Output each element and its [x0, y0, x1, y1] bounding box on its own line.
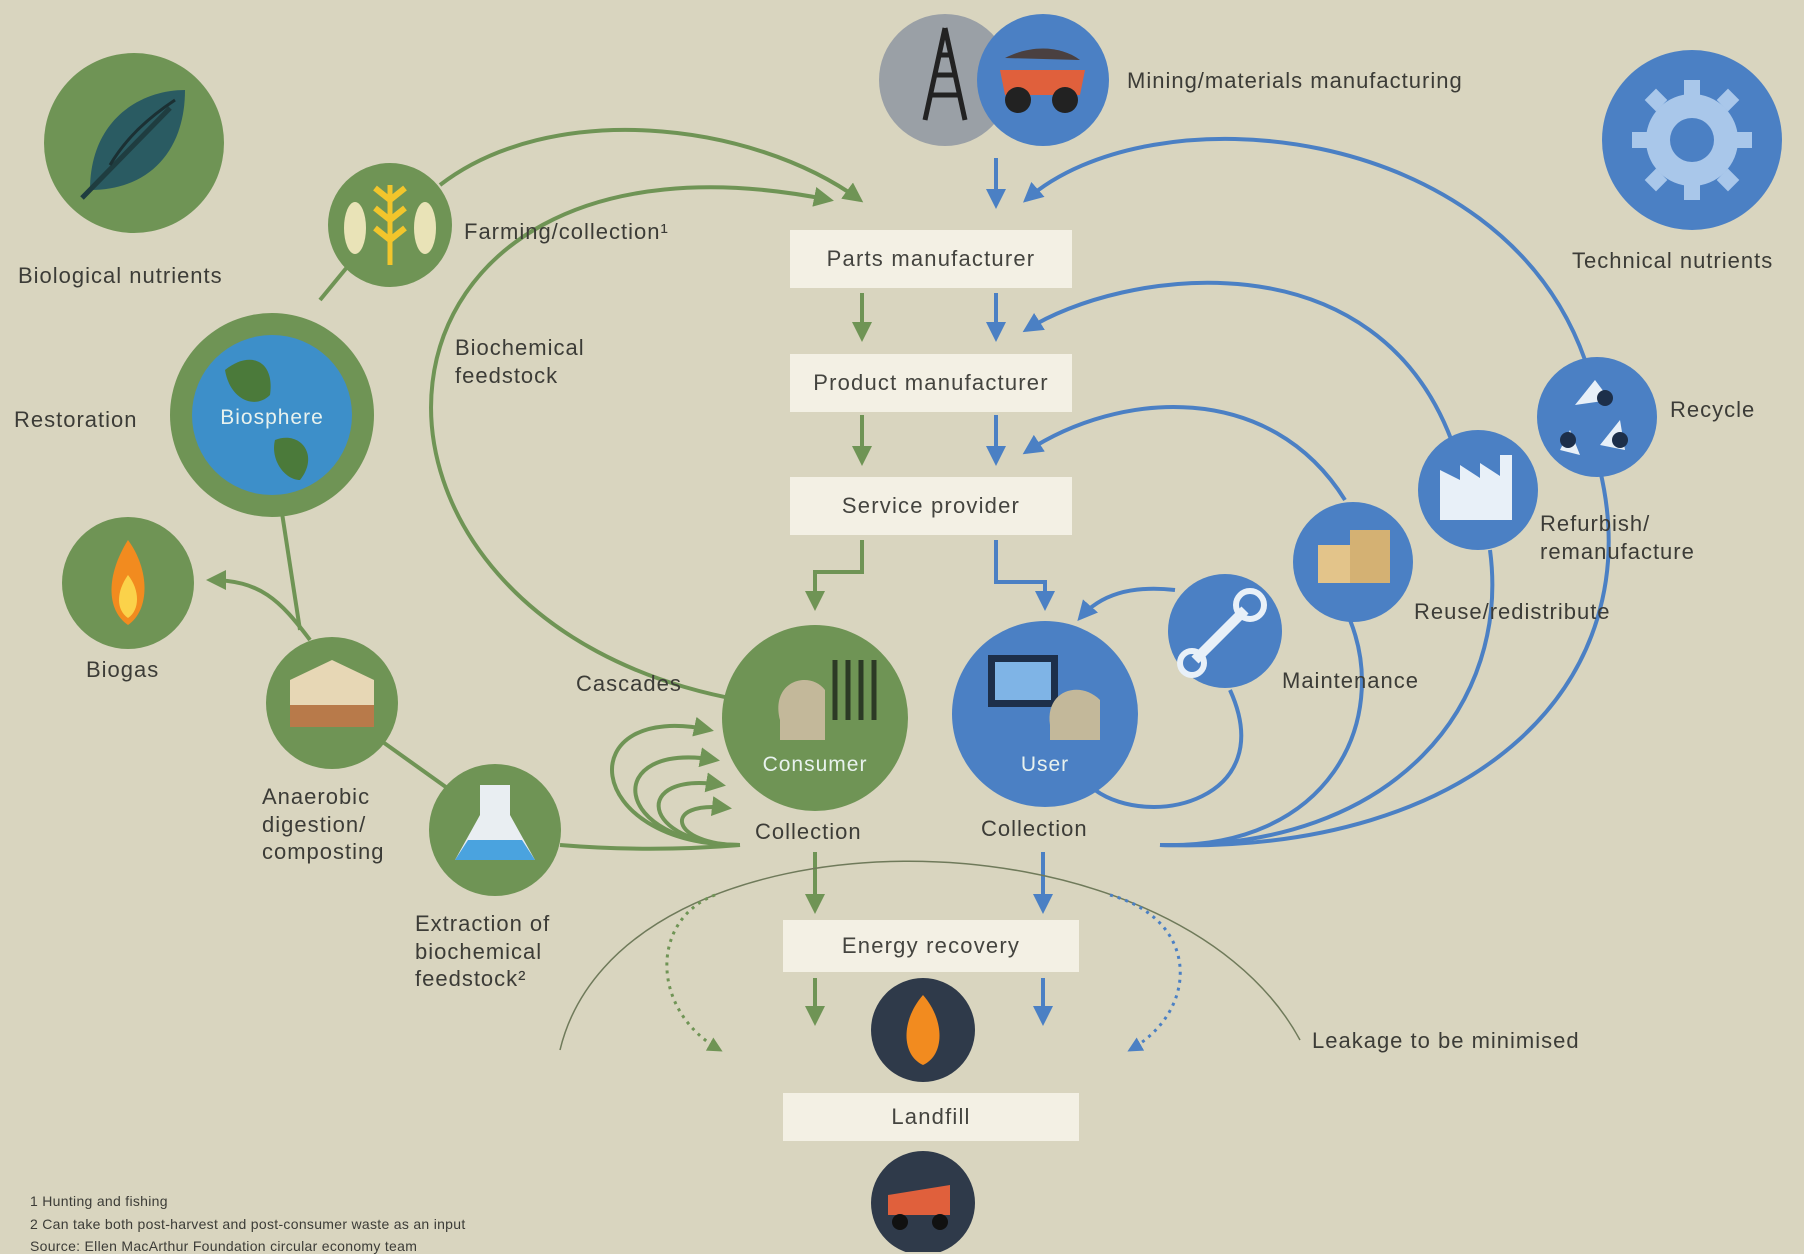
maintenance-label: Maintenance — [1282, 668, 1419, 693]
flask-icon — [429, 764, 561, 896]
energy-flame-icon — [871, 978, 975, 1082]
bio-collection-label: Collection — [755, 819, 862, 844]
oil-rig-icon — [879, 14, 1011, 146]
consumer-label: Consumer — [762, 753, 868, 776]
feedstock-loop-arrow — [429, 185, 834, 702]
wrench-icon — [1168, 574, 1282, 688]
mining-label: Mining/materials manufacturing — [1127, 68, 1463, 93]
leakage-label: Leakage to be minimised — [1312, 1028, 1580, 1053]
anaerobic-label: Anaerobic digestion/ composting — [262, 784, 385, 864]
biological-flows — [206, 127, 872, 1026]
dump-truck-icon — [871, 1151, 975, 1252]
farming-label: Farming/collection¹ — [464, 219, 669, 244]
boxes-icon — [1293, 502, 1413, 622]
footnote-2: 2 Can take both post-harvest and post-co… — [30, 1216, 466, 1232]
service-provider-box: Service provider — [790, 477, 1072, 535]
factory-icon — [1418, 430, 1538, 550]
biochemical-feedstock-label: Biochemical feedstock — [455, 335, 585, 388]
recycle-to-parts-arrow — [1023, 136, 1587, 361]
flame-icon — [62, 517, 194, 649]
cascade-arrow-4 — [680, 796, 741, 847]
collection-recycle-loop — [1159, 469, 1611, 848]
biosphere-anaerobic-link — [278, 499, 302, 631]
biological-nutrients-label: Biological nutrients — [18, 263, 223, 288]
biogas-label: Biogas — [86, 657, 160, 682]
reuse-label: Reuse/redistribute — [1414, 599, 1611, 624]
computer-user-icon — [952, 621, 1138, 807]
wheat-fish-icon — [328, 163, 452, 287]
tech-leakage-arrow — [1109, 893, 1182, 1052]
user-maintenance-loop — [1093, 689, 1244, 809]
bio-leakage-arrow — [665, 893, 723, 1052]
refurbish-to-product-arrow — [1022, 280, 1457, 451]
landfill-box: Landfill — [783, 1093, 1079, 1141]
user-label: User — [1020, 753, 1070, 776]
mining-truck-icon — [977, 14, 1109, 146]
collection-reuse-loop — [1159, 619, 1364, 848]
anaerobic-extraction-link — [378, 738, 452, 792]
recycle-icon — [1537, 357, 1657, 477]
leaf-icon — [44, 53, 224, 233]
farming-to-parts-arrow — [438, 127, 864, 203]
restoration-label: Restoration — [14, 407, 138, 432]
technical-nutrients-label: Technical nutrients — [1572, 248, 1774, 273]
service-to-user-arrow — [994, 540, 1055, 611]
reuse-to-service-arrow — [1022, 405, 1347, 502]
tech-collection-label: Collection — [981, 816, 1088, 841]
footnote-1: 1 Hunting and fishing — [30, 1193, 168, 1209]
gear-icon — [1602, 50, 1782, 230]
service-to-consumer-arrow — [805, 540, 864, 611]
cascades-label: Cascades — [576, 671, 682, 696]
energy-recovery-box: Energy recovery — [783, 920, 1079, 972]
extraction-label: Extraction of biochemical feedstock² — [415, 911, 551, 991]
consumer-icon — [722, 625, 908, 811]
refurbish-label: Refurbish/ remanufacture — [1540, 511, 1695, 564]
extraction-collection-link — [559, 843, 741, 851]
leakage-lines — [559, 860, 1301, 1052]
footnote-source: Source: Ellen MacArthur Foundation circu… — [30, 1238, 418, 1254]
biosphere-label: Biosphere — [220, 406, 324, 429]
leakage-arc — [559, 860, 1301, 1051]
technical-flows — [986, 136, 1611, 1026]
product-manufacturer-box: Product manufacturer — [790, 354, 1072, 412]
collection-refurbish-loop — [1159, 549, 1495, 848]
globe-icon — [170, 313, 374, 517]
recycle-label: Recycle — [1670, 397, 1756, 422]
maintenance-to-user-arrow — [1077, 586, 1176, 622]
to-biogas-arrow — [206, 570, 312, 642]
parts-manufacturer-box: Parts manufacturer — [790, 230, 1072, 288]
compost-icon — [266, 637, 398, 769]
